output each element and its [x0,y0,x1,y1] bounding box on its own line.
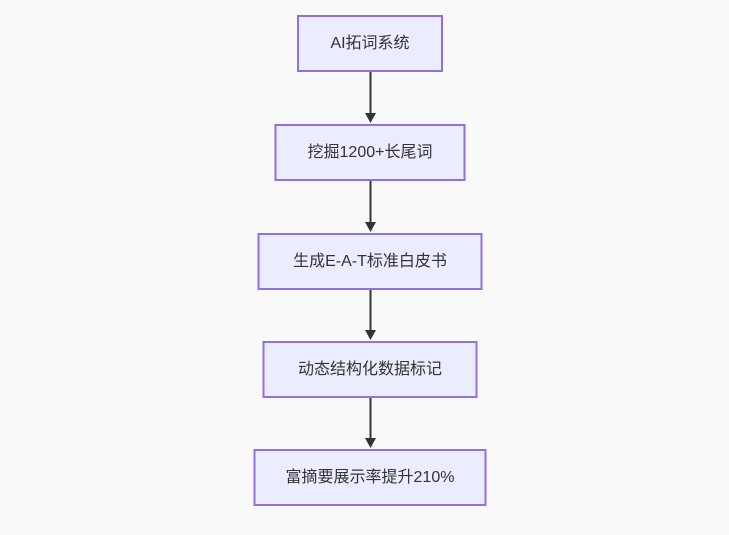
arrow-c-to-d [365,290,376,340]
node-label: 动态结构化数据标记 [297,360,442,378]
flow-node-mine-longtail-keywords: 挖掘1200+长尾词 [274,124,466,181]
node-label: 挖掘1200+长尾词 [307,143,433,161]
node-label: AI拓词系统 [330,34,410,52]
arrow-a-to-b [365,72,376,123]
arrow-d-to-e [365,398,376,448]
node-label: 富摘要展示率提升210% [285,468,455,486]
arrow-b-to-c [365,181,376,232]
flow-node-generate-eat-whitepaper: 生成E-A-T标准白皮书 [257,233,483,290]
flow-node-ai-word-expansion-system: AI拓词系统 [297,15,443,72]
node-label: 生成E-A-T标准白皮书 [293,252,447,270]
flow-node-rich-snippet-rate-increase: 富摘要展示率提升210% [253,449,487,506]
flow-node-dynamic-structured-data-markup: 动态结构化数据标记 [262,341,478,398]
